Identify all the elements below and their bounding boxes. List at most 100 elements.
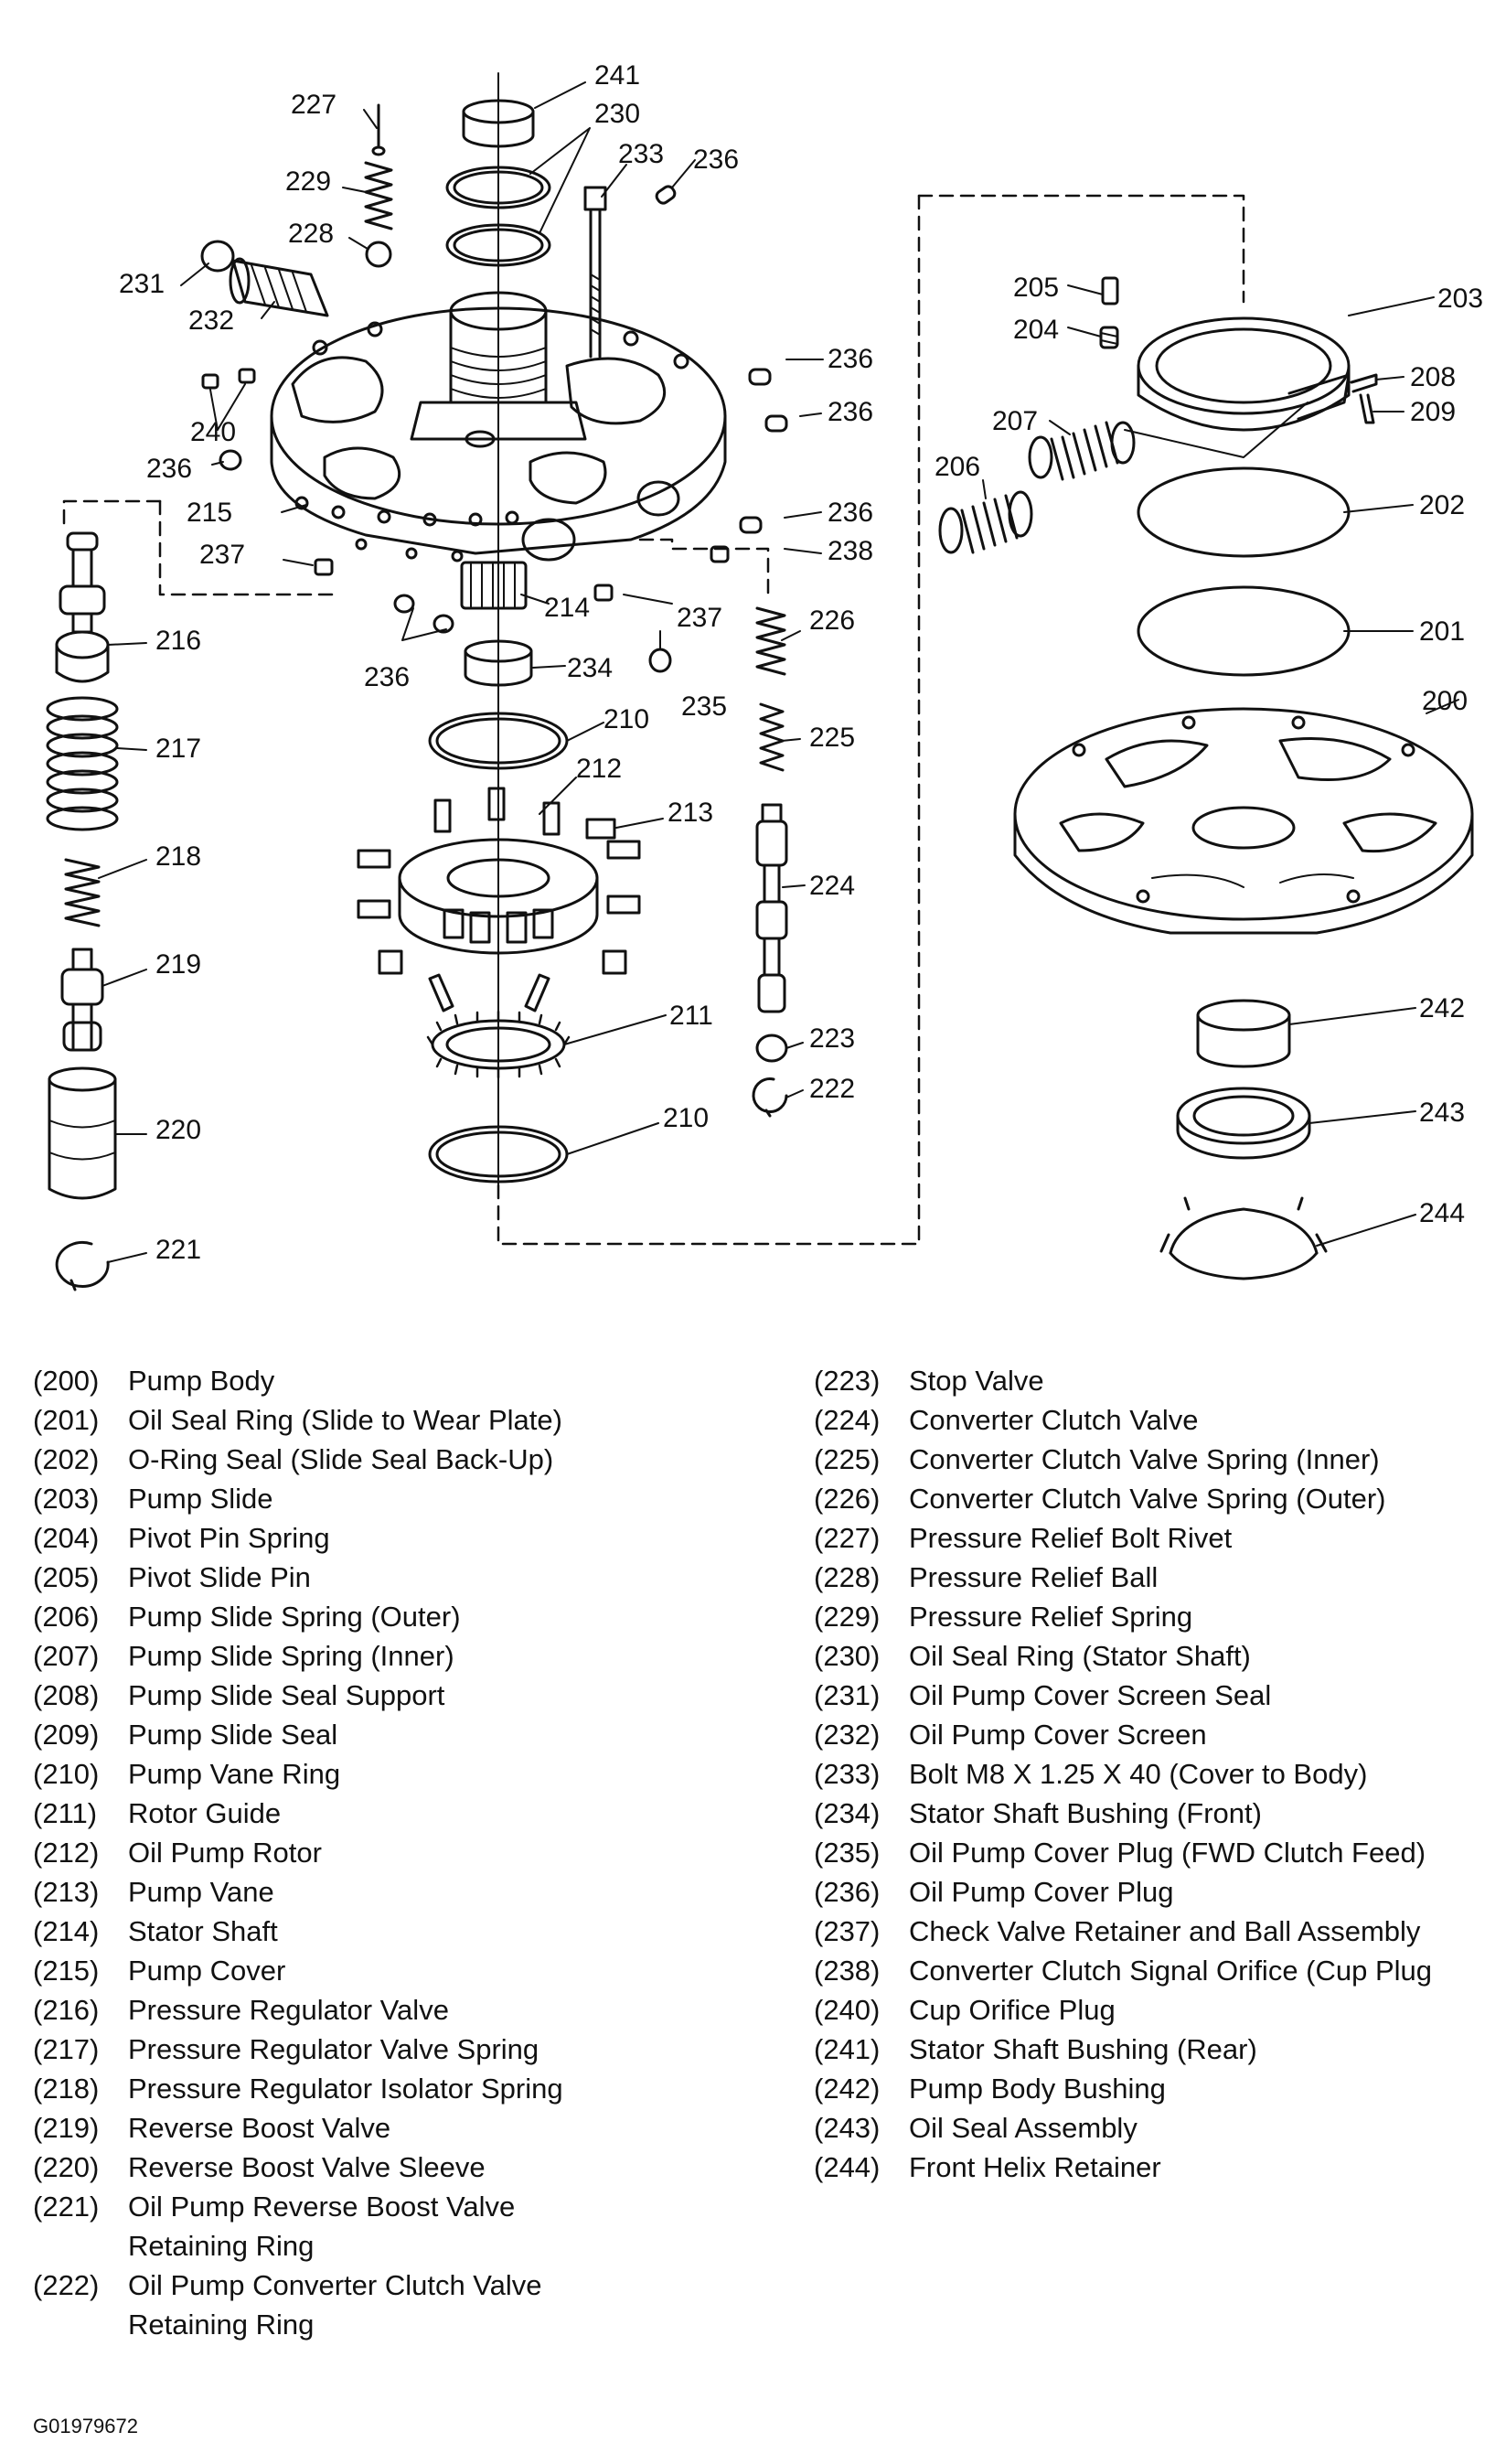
legend-item-code: (200) bbox=[33, 1365, 100, 1397]
legend-item: (211)Rotor Guide bbox=[33, 1794, 764, 1833]
fwd-clutch-feed-plug bbox=[648, 648, 672, 673]
legend-item: (236)Oil Pump Cover Plug bbox=[814, 1872, 1506, 1912]
legend-item-code: (234) bbox=[814, 1797, 881, 1829]
legend-item-name: Stator Shaft Bushing (Front) bbox=[909, 1797, 1262, 1829]
legend-item: (226)Converter Clutch Valve Spring (Oute… bbox=[814, 1479, 1506, 1518]
callout-222: 222 bbox=[809, 1074, 855, 1104]
legend-item-code: (206) bbox=[33, 1601, 100, 1633]
legend-item-name: Pressure Relief Ball bbox=[909, 1561, 1159, 1593]
legend-item: (200)Pump Body bbox=[33, 1361, 764, 1400]
legend-item: (212)Oil Pump Rotor bbox=[33, 1833, 764, 1872]
legend-left-column: (200)Pump Body(201)Oil Seal Ring (Slide … bbox=[33, 1361, 764, 2344]
callout-214: 214 bbox=[544, 593, 590, 623]
legend-item-code: (229) bbox=[814, 1601, 881, 1633]
callout-220: 220 bbox=[155, 1115, 201, 1145]
legend-item-code: (218) bbox=[33, 2073, 100, 2105]
pump-slide-seal-parts bbox=[1350, 373, 1378, 424]
legend-item: (243)Oil Seal Assembly bbox=[814, 2108, 1506, 2148]
legend-item: (208)Pump Slide Seal Support bbox=[33, 1676, 764, 1715]
pressure-regulator-valve bbox=[55, 531, 110, 683]
callout-219: 219 bbox=[155, 949, 201, 980]
lower-cover-plugs bbox=[393, 594, 454, 634]
legend-item: (218) Pressure Regulator Isolator Spring bbox=[33, 2069, 764, 2108]
legend-item: (219)Reverse Boost Valve bbox=[33, 2108, 764, 2148]
legend-item-code: (230) bbox=[814, 1640, 881, 1672]
legend-item-code: (205) bbox=[33, 1561, 100, 1593]
reverse-boost-valve-sleeve bbox=[48, 1066, 117, 1200]
callout-243: 243 bbox=[1419, 1098, 1465, 1128]
callout-202: 202 bbox=[1419, 490, 1465, 520]
callout-224: 224 bbox=[809, 871, 855, 901]
legend-item-code: (215) bbox=[33, 1955, 100, 1987]
legend-item-code: (238) bbox=[814, 1955, 881, 1987]
callout-230: 230 bbox=[594, 99, 640, 129]
legend-item-name: Pump Vane Ring bbox=[128, 1758, 341, 1790]
legend-item-code: (212) bbox=[33, 1837, 100, 1869]
callout-221: 221 bbox=[155, 1235, 201, 1265]
legend-item-name: Check Valve Retainer and Ball Assembly bbox=[909, 1915, 1421, 1947]
pressure-regulator-isolator-spring bbox=[64, 858, 101, 927]
pump-cover bbox=[270, 306, 727, 562]
leader-lines bbox=[98, 81, 1459, 1263]
legend-item-code: (223) bbox=[814, 1365, 881, 1397]
legend-item-code: (204) bbox=[33, 1522, 100, 1554]
legend-item: (209)Pump Slide Seal bbox=[33, 1715, 764, 1754]
callout-223: 223 bbox=[809, 1023, 855, 1054]
callout-210-upper: 210 bbox=[603, 704, 649, 734]
callout-231: 231 bbox=[119, 269, 165, 299]
legend-item: (222)Oil Pump Converter Clutch Valve Ret… bbox=[33, 2266, 764, 2344]
callout-217: 217 bbox=[155, 734, 201, 764]
legend-item: (224)Converter Clutch Valve bbox=[814, 1400, 1506, 1440]
callout-204: 204 bbox=[1013, 315, 1059, 345]
legend-item-name: Reverse Boost Valve Sleeve bbox=[128, 2151, 486, 2183]
legend-item-code: (233) bbox=[814, 1758, 881, 1790]
callout-226: 226 bbox=[809, 605, 855, 636]
legend-item-name: Pressure Relief Bolt Rivet bbox=[909, 1522, 1233, 1554]
front-helix-retainer bbox=[1159, 1196, 1328, 1280]
callout-211: 211 bbox=[669, 1001, 713, 1031]
callout-240: 240 bbox=[190, 417, 236, 447]
legend-item-name: Oil Pump Cover Screen bbox=[909, 1719, 1207, 1751]
stop-valve bbox=[755, 1034, 788, 1063]
legend-item-code: (224) bbox=[814, 1404, 881, 1436]
legend-item-name: Pump Body Bushing bbox=[909, 2073, 1166, 2105]
legend-item-code: (227) bbox=[814, 1522, 881, 1554]
oil-seal-rings-stator bbox=[445, 166, 551, 267]
legend-item-code: (243) bbox=[814, 2112, 881, 2144]
figure-id: G01979672 bbox=[33, 2415, 138, 2437]
legend-item: (210)Pump Vane Ring bbox=[33, 1754, 764, 1794]
legend-item-code: (237) bbox=[814, 1915, 881, 1947]
legend-item-code: (219) bbox=[33, 2112, 100, 2144]
callout-236-right-2: 236 bbox=[828, 397, 873, 427]
pressure-relief-assembly bbox=[364, 103, 393, 268]
callout-236-right-3: 236 bbox=[828, 498, 873, 528]
legend-item-name: Cup Orifice Plug bbox=[909, 1994, 1116, 2026]
callout-233: 233 bbox=[618, 139, 664, 169]
dashed-assembly-guides bbox=[62, 194, 1245, 1246]
callout-206: 206 bbox=[935, 452, 980, 482]
callout-labels: 200 201 202 203 204 205 206 207 208 209 … bbox=[119, 60, 1483, 1265]
legend-item: (223)Stop Valve bbox=[814, 1361, 1506, 1400]
callout-237-right: 237 bbox=[677, 603, 722, 633]
legend-item-name: O-Ring Seal (Slide Seal Back-Up) bbox=[128, 1443, 554, 1475]
legend-item-name: Pressure Relief Spring bbox=[909, 1601, 1193, 1633]
legend-item-name: Pump Slide Spring (Outer) bbox=[128, 1601, 461, 1633]
callout-237-left: 237 bbox=[199, 540, 245, 570]
legend-item-code: (209) bbox=[33, 1719, 100, 1751]
oil-pump-rotor bbox=[398, 838, 599, 955]
legend-item-name: Pump Slide bbox=[128, 1483, 273, 1515]
legend-right-column: (223)Stop Valve(224)Converter Clutch Val… bbox=[814, 1361, 1506, 2187]
legend-item: (233)Bolt M8 X 1.25 X 40 (Cover to Body) bbox=[814, 1754, 1506, 1794]
o-ring-seal-slide bbox=[1137, 466, 1351, 558]
legend-item-name: Oil Pump Cover Plug (FWD Clutch Feed) bbox=[909, 1837, 1426, 1869]
converter-clutch-valve bbox=[755, 803, 788, 1013]
cover-plug-top bbox=[655, 185, 677, 205]
legend-item-code: (222) bbox=[33, 2269, 100, 2301]
legend-item-name: Pressure Regulator Isolator Spring bbox=[128, 2073, 563, 2105]
legend-item-name: Pressure Regulator Valve bbox=[128, 1994, 449, 2026]
legend-item: (230) Oil Seal Ring (Stator Shaft) bbox=[814, 1636, 1506, 1676]
legend-item-code: (202) bbox=[33, 1443, 100, 1475]
legend-item: (201)Oil Seal Ring (Slide to Wear Plate) bbox=[33, 1400, 764, 1440]
converter-clutch-retaining-ring bbox=[752, 1077, 788, 1118]
legend-item-name: Oil Seal Ring (Stator Shaft) bbox=[909, 1640, 1251, 1672]
